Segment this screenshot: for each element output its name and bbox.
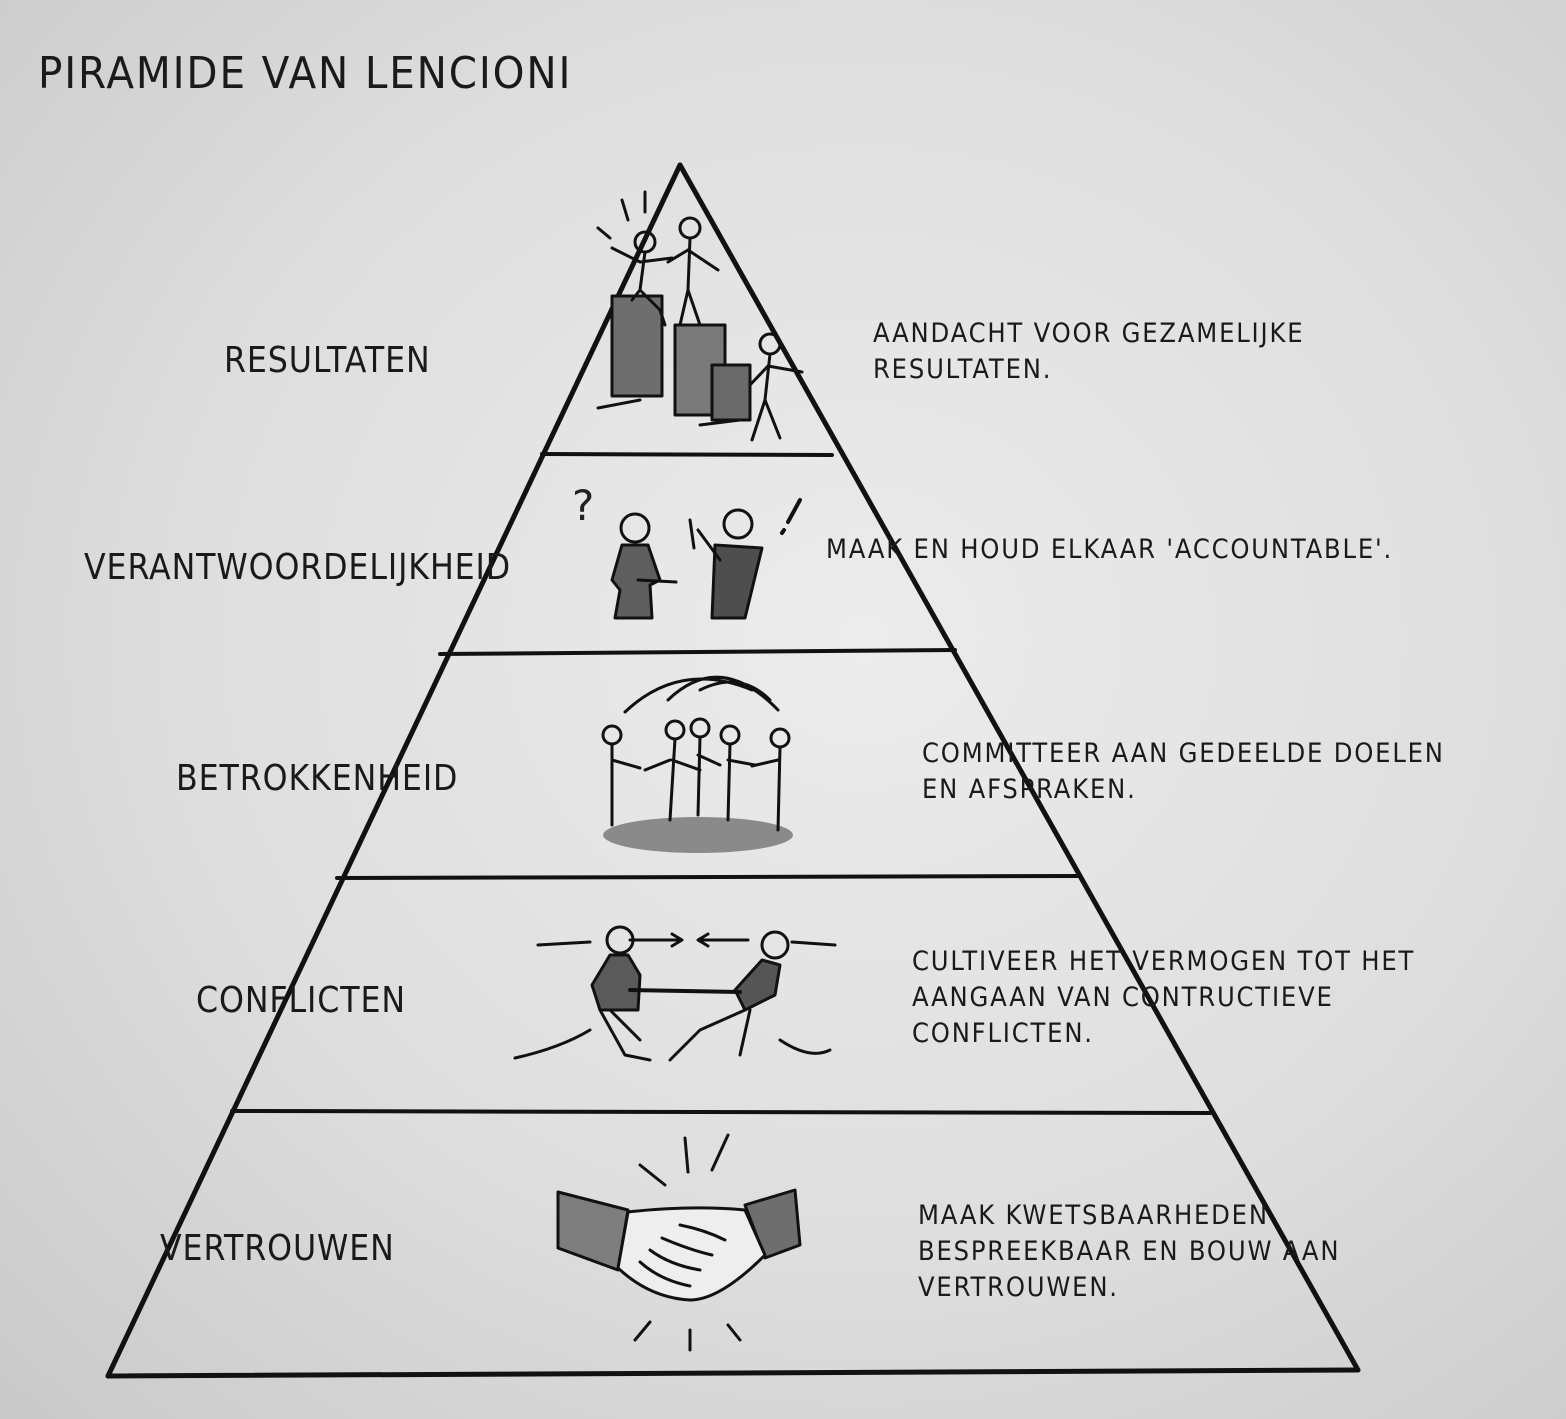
description-line: CONFLICTEN. [912,1018,1094,1049]
level-label-resultaten: RESULTATEN [224,340,431,381]
level-label-verantwoordelijkheid: VERANTWOORDELIJKHEID [84,547,512,588]
description-line: CULTIVEER HET VERMOGEN TOT HET [912,946,1416,977]
handshake-icon [556,1133,802,1352]
level-description-conflicten: CULTIVEER HET VERMOGEN TOT HET AANGAAN V… [912,944,1415,1052]
tier-dividers [230,452,1212,1115]
page-title: PIRAMIDE VAN LENCIONI [38,48,573,99]
tug-of-war-icon [513,925,837,1062]
level-description-verantwoordelijkheid: MAAK EN HOUD ELKAAR 'ACCOUNTABLE'. [826,532,1393,568]
level-label-vertrouwen: VERTROUWEN [160,1228,395,1269]
description-line: COMMITTEER AAN GEDEELDE DOELEN [922,738,1445,769]
two-people-question-exclamation-icon: ? [572,481,802,620]
level-label-conflicten: CONFLICTEN [196,980,406,1021]
description-line: MAAK EN HOUD ELKAAR 'ACCOUNTABLE'. [826,534,1394,565]
level-description-vertrouwen: MAAK KWETSBAARHEDEN BESPREEKBAAR EN BOUW… [918,1198,1340,1306]
description-line: AANGAAN VAN CONTRUCTIEVE [912,982,1334,1013]
level-label-betrokkenheid: BETROKKENHEID [176,758,459,799]
description-line: MAAK KWETSBAARHEDEN [918,1200,1269,1231]
pyramid-outline [105,162,1361,1379]
svg-text:?: ? [572,481,594,530]
description-line: AANDACHT VOOR GEZAMELIJKE [873,318,1305,349]
description-line: RESULTATEN. [873,354,1053,385]
team-on-podium-icon [596,190,804,442]
description-line: VERTROUWEN. [918,1272,1119,1303]
level-description-resultaten: AANDACHT VOOR GEZAMELIJKE RESULTATEN. [873,316,1304,388]
description-line: EN AFSPRAKEN. [922,774,1137,805]
level-description-betrokkenheid: COMMITTEER AAN GEDEELDE DOELEN EN AFSPRA… [922,736,1445,808]
people-circle-holding-hands-icon [601,675,793,853]
description-line: BESPREEKBAAR EN BOUW AAN [918,1236,1341,1267]
